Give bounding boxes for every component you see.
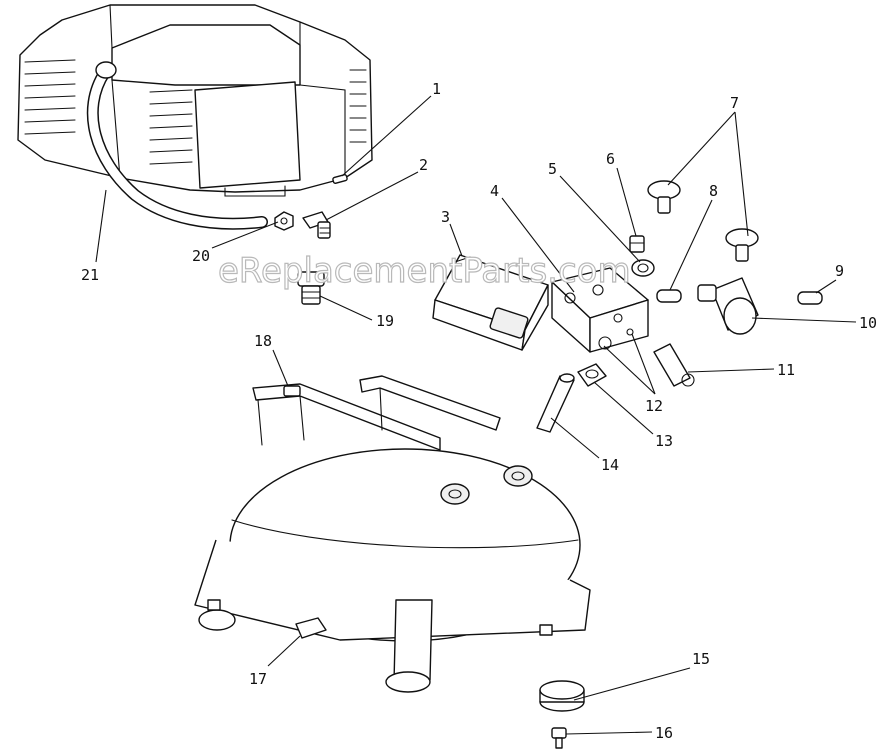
part-2-elbow-fitting (302, 211, 331, 239)
watermark-text: eReplacementParts.com (218, 251, 631, 291)
callout-3: 3 (441, 208, 450, 226)
callout-15: 15 (692, 650, 710, 668)
callout-6: 6 (606, 150, 615, 168)
part-16-bolt (551, 727, 567, 749)
callout-11: 11 (777, 361, 795, 379)
callout-8: 8 (709, 182, 718, 200)
part-3-pressure-switch (432, 254, 549, 351)
part-1-screw (332, 174, 348, 184)
callout-1: 1 (432, 80, 441, 98)
callout-7: 7 (730, 94, 739, 112)
tank-assembly (194, 375, 591, 693)
part-21-hose (86, 61, 268, 230)
part-8-plug (656, 289, 682, 303)
part-6-small-fitting (629, 235, 645, 253)
part-11-safety-valve (653, 343, 695, 387)
callout-19: 19 (376, 312, 394, 330)
callout-4: 4 (490, 182, 499, 200)
part-14-pipe-nipple (536, 373, 575, 433)
part-20-nut (274, 211, 294, 231)
callout-18: 18 (254, 332, 272, 350)
callout-2: 2 (419, 156, 428, 174)
part-10-regulator (697, 277, 759, 335)
callout-9: 9 (835, 262, 844, 280)
part-7-gauges (647, 180, 759, 262)
motor-shroud (17, 4, 373, 197)
part-15-rubber-foot (539, 680, 585, 712)
part-13-bushing (577, 363, 607, 387)
part-5-fitting (631, 259, 655, 277)
part-19-check-valve (297, 271, 325, 305)
callout-13: 13 (655, 432, 673, 450)
leader-lines (95, 95, 857, 735)
callout-17: 17 (249, 670, 267, 688)
callout-16: 16 (655, 724, 673, 742)
callout-12: 12 (645, 397, 663, 415)
callout-labels: 1 2 3 4 5 6 7 8 9 10 11 12 13 14 15 16 1… (81, 80, 877, 742)
callout-10: 10 (859, 314, 877, 332)
callout-20: 20 (192, 247, 210, 265)
callout-21: 21 (81, 266, 99, 284)
callout-5: 5 (548, 160, 557, 178)
callout-14: 14 (601, 456, 619, 474)
part-9-plug (797, 291, 823, 305)
